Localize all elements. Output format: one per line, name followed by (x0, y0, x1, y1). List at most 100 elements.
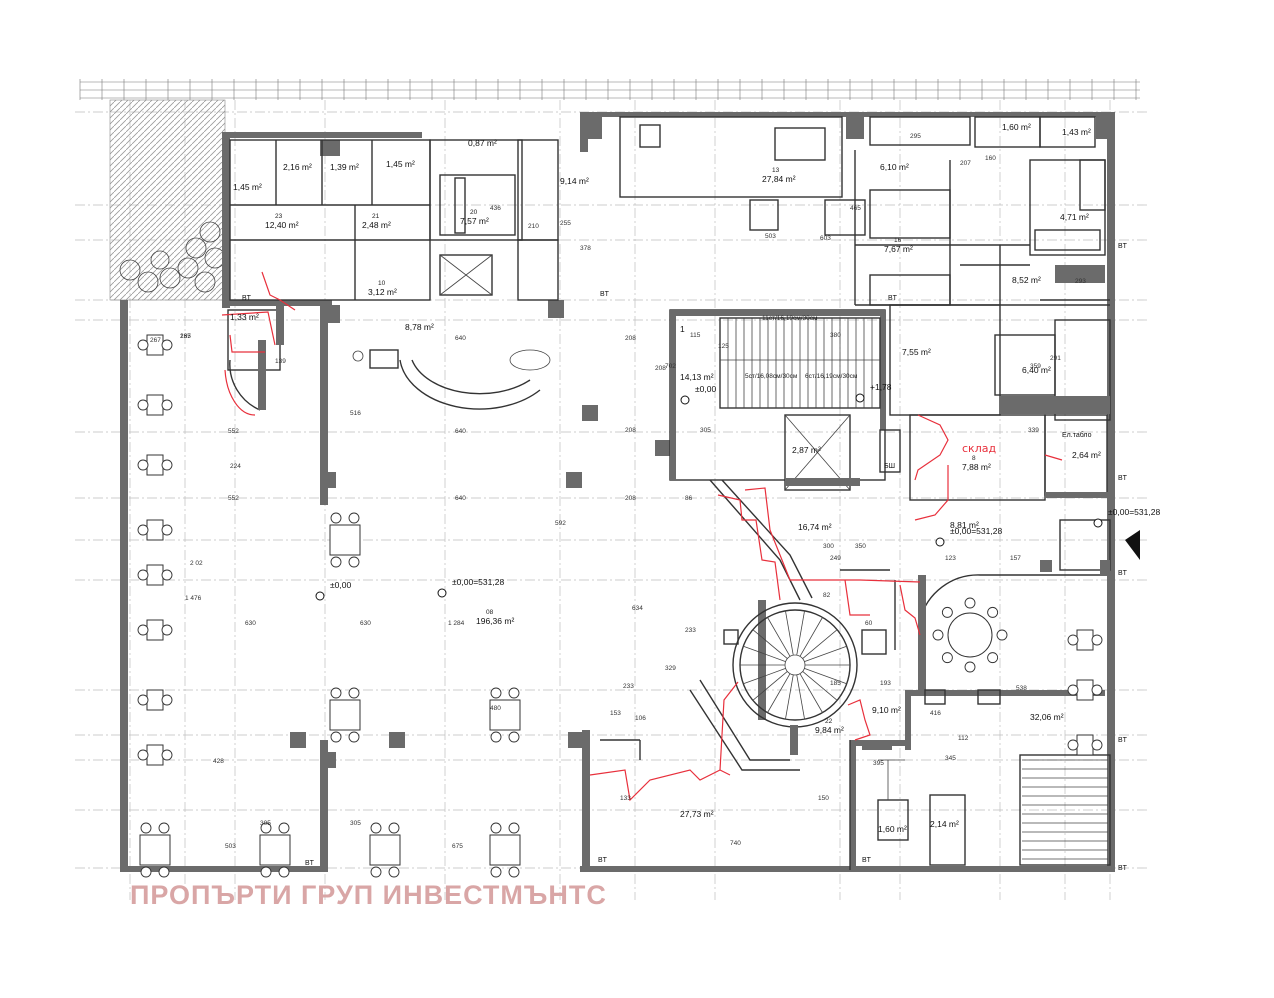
elevation-symbol (315, 591, 325, 601)
dimension-label: 208 (625, 495, 636, 502)
room-area-10: 27,84 m² (762, 174, 796, 184)
chair (508, 687, 520, 699)
chair (330, 731, 342, 743)
elevation-symbol (855, 393, 865, 403)
stair-flight-label-2: 5ст/16,08см/30см (745, 373, 798, 380)
outer-walls (109, 99, 1115, 872)
dimension-label: 1 284 (448, 620, 465, 627)
chair (490, 822, 502, 834)
table-19 (1067, 734, 1103, 756)
chair (161, 339, 173, 351)
room-number-15: 16 (894, 237, 902, 244)
bt-label-3: BT (888, 295, 898, 302)
room-area-32: 27,73 m² (680, 809, 714, 819)
dimension-label: 208 (655, 365, 666, 372)
dimension-label: 133 (620, 795, 631, 802)
dimension-label: 185 (830, 680, 841, 687)
dimension-label: 395 (873, 760, 884, 767)
table-top (369, 834, 401, 866)
chair (932, 629, 944, 641)
bt-label-4: BT (1118, 243, 1128, 250)
chair (260, 822, 272, 834)
dimension-label: 465 (850, 205, 861, 212)
table-top (489, 699, 521, 731)
chair (278, 866, 290, 878)
watermark-text: ПРОПЪРТИ ГРУП ИНВЕСТМЪНТС (130, 880, 607, 910)
room-area-30: 9,84 m² (815, 725, 844, 735)
chair (161, 459, 173, 471)
dimension-label: 139 (275, 358, 286, 365)
dimension-label: 378 (580, 245, 591, 252)
room-number-6: 23 (275, 213, 283, 220)
room-number-24: 8 (972, 455, 976, 462)
table-top (1076, 679, 1094, 701)
chair (161, 569, 173, 581)
room-area-12: 1,60 m² (1002, 122, 1031, 132)
chair (161, 624, 173, 636)
table-7 (137, 689, 173, 711)
chair (158, 866, 170, 878)
chair (348, 731, 360, 743)
table-top (329, 524, 361, 556)
chair (140, 866, 152, 878)
dimension-label: 135 (180, 333, 191, 340)
dimension-label: 552 (228, 495, 239, 502)
dimension-label: 345 (945, 755, 956, 762)
dimension-label: 630 (245, 620, 256, 627)
dimension-label: 125 (718, 343, 729, 350)
dimension-label: 293 (1075, 278, 1086, 285)
room-area-31: 32,06 m² (1030, 712, 1064, 722)
dimension-label: 193 (880, 680, 891, 687)
table-10 (329, 687, 361, 743)
table-top (146, 454, 164, 476)
chair (388, 866, 400, 878)
room-area-2: 2,16 m² (283, 162, 312, 172)
room-area-11: 6,10 m² (880, 162, 909, 172)
table-top (329, 699, 361, 731)
dimension-label: 295 (910, 133, 921, 140)
bt-label-1: BT (242, 295, 252, 302)
dimension-label: 630 (360, 620, 371, 627)
dimension-label: 150 (818, 795, 829, 802)
elevation-2: ±0,00=531,28 (452, 577, 504, 587)
table-top (146, 619, 164, 641)
dimension-label: 305 (350, 820, 361, 827)
room-area-23: 2,87 m² (792, 445, 821, 455)
chair (137, 339, 149, 351)
room-area-33: 1,60 m² (878, 824, 907, 834)
dimension-label: 350 (855, 543, 866, 550)
table-18 (1067, 679, 1103, 701)
chair (278, 822, 290, 834)
room-number-17: 10 (378, 280, 386, 287)
dimension-label: 208 (625, 335, 636, 342)
interior-walls (227, 116, 1140, 870)
table-11 (489, 687, 521, 743)
chair (996, 629, 1008, 641)
dimension-label: 160 (985, 155, 996, 162)
room-area-21: 7,55 m² (902, 347, 931, 357)
dimension-label: 603 (820, 235, 831, 242)
chair (1067, 684, 1079, 696)
table-top (146, 689, 164, 711)
bt-label-11: BT (1118, 865, 1128, 872)
room-area-19: 8,78 m² (405, 322, 434, 332)
dimension-label: 86 (685, 495, 693, 502)
room-area-6: 12,40 m² (265, 220, 299, 230)
stair-flight-label-3: 6ст/16,19см/30см (805, 373, 858, 380)
elevation-3: ±0,00=531,28 (950, 526, 1002, 536)
chair (161, 749, 173, 761)
chair (987, 652, 999, 664)
table-top (1076, 629, 1094, 651)
room-area-3: 1,39 m² (330, 162, 359, 172)
room-area-7: 2,48 m² (362, 220, 391, 230)
dimension-label: 640 (455, 428, 466, 435)
red-markups (221, 271, 1063, 802)
table-13 (259, 822, 291, 878)
chair (987, 606, 999, 618)
dimension-label: 115 (690, 332, 701, 339)
chair (158, 822, 170, 834)
dimension-label: 106 (635, 715, 646, 722)
room-area-9: 9,14 m² (560, 176, 589, 186)
dimension-label: 416 (930, 710, 941, 717)
